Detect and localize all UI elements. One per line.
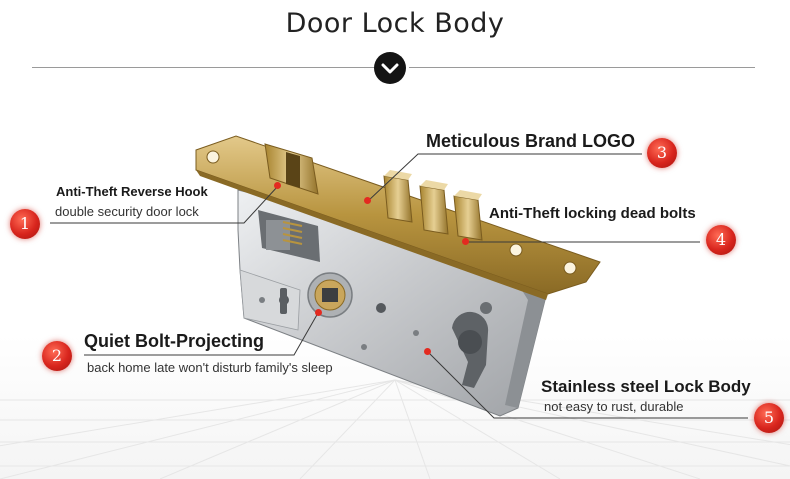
feature-desc-stainless-steel-body: not easy to rust, durable: [544, 399, 684, 414]
feature-badge-3: 3: [647, 138, 677, 168]
feature-title-stainless-steel-body: Stainless steel Lock Body: [541, 377, 751, 396]
feature-badge-5: 5: [754, 403, 784, 433]
feature-title-brand-logo: Meticulous Brand LOGO: [426, 131, 636, 151]
feature-desc-quiet-bolt-projecting: back home late won't disturb family's sl…: [87, 360, 333, 375]
marker-dot-logo: [364, 197, 371, 204]
title-divider-left: [32, 67, 375, 68]
marker-dot-hook: [274, 182, 281, 189]
marker-dot-lock-body: [424, 348, 431, 355]
marker-dot-dead-bolts: [462, 238, 469, 245]
feature-badge-2: 2: [42, 341, 72, 371]
feature-title-dead-bolts: Anti-Theft locking dead bolts: [489, 205, 696, 222]
feature-title-quiet-bolt-projecting: Quiet Bolt-Projecting: [84, 331, 264, 351]
page-title: Door Lock Body: [285, 8, 505, 39]
feature-desc-anti-theft-reverse-hook: double security door lock: [55, 204, 199, 219]
marker-dot-bolt-projecting: [315, 309, 322, 316]
title-divider-right: [409, 67, 755, 68]
feature-title-anti-theft-reverse-hook: Anti-Theft Reverse Hook: [56, 184, 208, 199]
feature-badge-1: 1: [10, 209, 40, 239]
chevron-down-icon[interactable]: [374, 52, 406, 84]
feature-badge-4: 4: [706, 225, 736, 255]
